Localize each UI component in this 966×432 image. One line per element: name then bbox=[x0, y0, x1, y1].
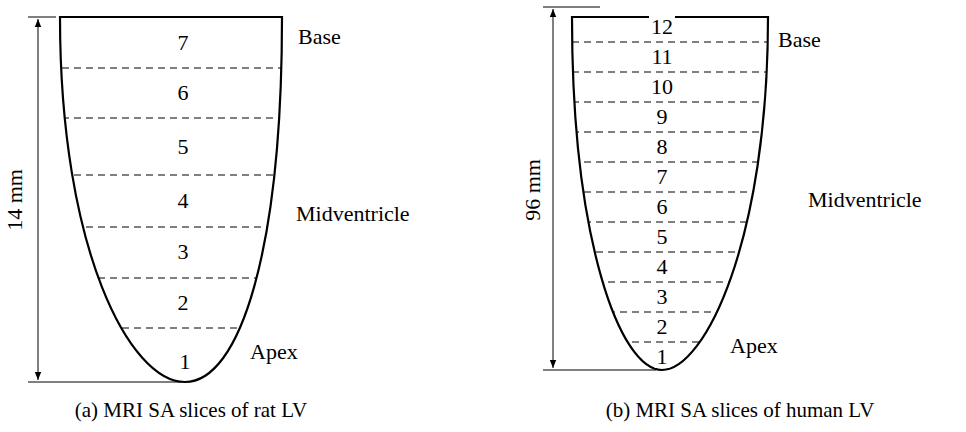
caption: (a) MRI SA slices of rat LV bbox=[75, 400, 308, 421]
slice-number: 4 bbox=[176, 190, 191, 212]
slice-divider bbox=[560, 192, 780, 193]
region-label: Midventricle bbox=[296, 203, 410, 225]
slice-divider bbox=[560, 282, 780, 283]
slice-number: 8 bbox=[655, 136, 670, 158]
dimension-label: 14 mm bbox=[4, 169, 26, 231]
slice-divider bbox=[50, 227, 300, 228]
dimension-label: 96 mm bbox=[522, 159, 544, 221]
slice-divider bbox=[560, 42, 780, 342]
region-label: Apex bbox=[730, 335, 778, 357]
slice-number: 11 bbox=[649, 46, 674, 68]
slice-divider bbox=[560, 252, 780, 253]
slice-number: 7 bbox=[176, 32, 191, 54]
slice-divider bbox=[50, 175, 300, 176]
human-lv-outline bbox=[572, 17, 768, 370]
slice-divider bbox=[50, 118, 300, 119]
slice-number: 1 bbox=[178, 351, 193, 373]
region-label: Base bbox=[298, 26, 341, 48]
slice-divider bbox=[560, 162, 780, 163]
slice-divider bbox=[50, 68, 300, 328]
slice-number: 12 bbox=[649, 16, 675, 38]
slice-number: 6 bbox=[655, 196, 670, 218]
slice-number: 5 bbox=[176, 136, 191, 158]
slice-number: 3 bbox=[176, 241, 191, 263]
slice-number: 4 bbox=[655, 256, 670, 278]
slice-divider bbox=[560, 72, 780, 73]
slice-divider bbox=[50, 328, 300, 329]
slice-number: 9 bbox=[655, 106, 670, 128]
slice-divider bbox=[560, 42, 780, 43]
slice-number: 3 bbox=[655, 286, 670, 308]
region-label: Apex bbox=[250, 341, 298, 363]
slice-divider bbox=[560, 102, 780, 103]
slice-number: 5 bbox=[655, 226, 670, 248]
slice-divider bbox=[560, 312, 780, 313]
region-label: Midventricle bbox=[808, 189, 922, 211]
dimension-arrow bbox=[553, 9, 554, 368]
slice-divider bbox=[50, 278, 300, 279]
caption: (b) MRI SA slices of human LV bbox=[606, 400, 875, 421]
slice-number: 6 bbox=[176, 82, 191, 104]
slice-number: 2 bbox=[655, 316, 670, 338]
dimension-arrow bbox=[38, 19, 39, 380]
slice-number: 7 bbox=[655, 166, 670, 188]
slice-divider bbox=[50, 68, 300, 69]
slice-number: 2 bbox=[176, 292, 191, 314]
rat-lv-outline bbox=[60, 17, 282, 382]
region-label: Base bbox=[778, 29, 821, 51]
slice-number: 10 bbox=[649, 76, 675, 98]
slice-number: 1 bbox=[655, 346, 670, 368]
slice-divider bbox=[560, 132, 780, 133]
